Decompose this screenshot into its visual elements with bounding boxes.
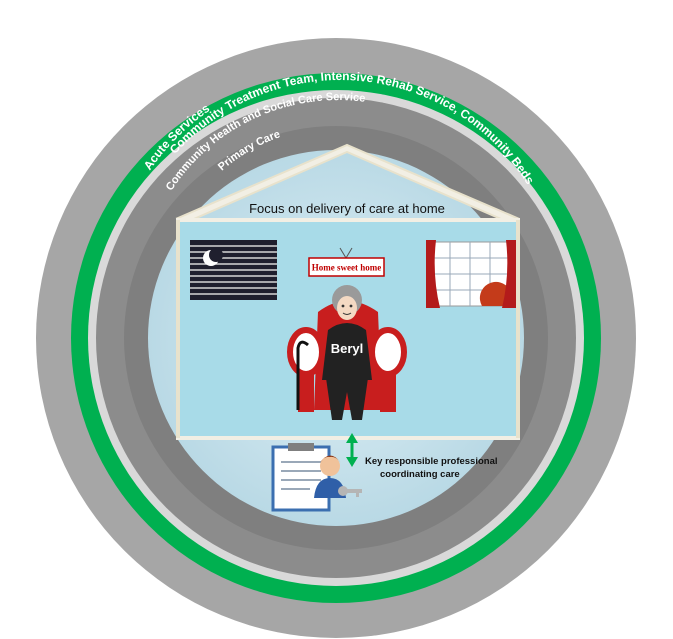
resident-body <box>322 323 372 380</box>
home-sign-text: Home sweet home <box>312 263 381 273</box>
armchair-right-arm <box>369 327 407 377</box>
walking-cane <box>296 340 309 410</box>
resident-name: Beryl <box>331 341 364 356</box>
resident-in-armchair: Beryl <box>287 285 407 420</box>
armchair-left-arm <box>287 327 325 377</box>
window-with-curtains <box>426 240 516 308</box>
care-coordinator: Key responsible professional coordinatin… <box>271 443 498 512</box>
home-sign: Home sweet home <box>308 247 385 277</box>
clipboard-icon <box>271 445 331 512</box>
right-curtain <box>502 240 516 308</box>
sun-icon <box>479 281 510 306</box>
resident-face <box>337 296 357 320</box>
coordinator-caption-line1: Key responsible professional <box>365 456 498 467</box>
house-title: Focus on delivery of care at home <box>249 201 445 216</box>
two-way-arrow <box>346 433 358 467</box>
coordinator-caption-line2: coordinating care <box>380 469 460 480</box>
left-curtain <box>426 240 440 308</box>
house: Focus on delivery of care at home <box>175 143 520 440</box>
key-icon <box>338 486 362 497</box>
professional-avatar <box>320 456 340 476</box>
window-with-blinds <box>190 240 277 300</box>
